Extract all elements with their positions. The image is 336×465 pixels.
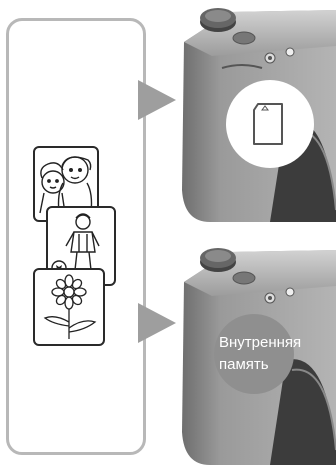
internal-memory-label: Внутренняя память <box>219 332 301 376</box>
internal-memory-label-line2: память <box>219 356 269 373</box>
memory-card-icon <box>253 103 283 145</box>
flower-picture-card <box>33 268 105 346</box>
arrow-to-internal-memory-camera <box>138 303 176 343</box>
arrow-to-memory-card-camera <box>138 80 176 120</box>
camera-with-memory-card <box>182 8 336 222</box>
flower-drawing <box>43 274 97 339</box>
camera-with-internal-memory <box>182 248 336 465</box>
internal-memory-label-line1: Внутренняя <box>219 334 302 351</box>
